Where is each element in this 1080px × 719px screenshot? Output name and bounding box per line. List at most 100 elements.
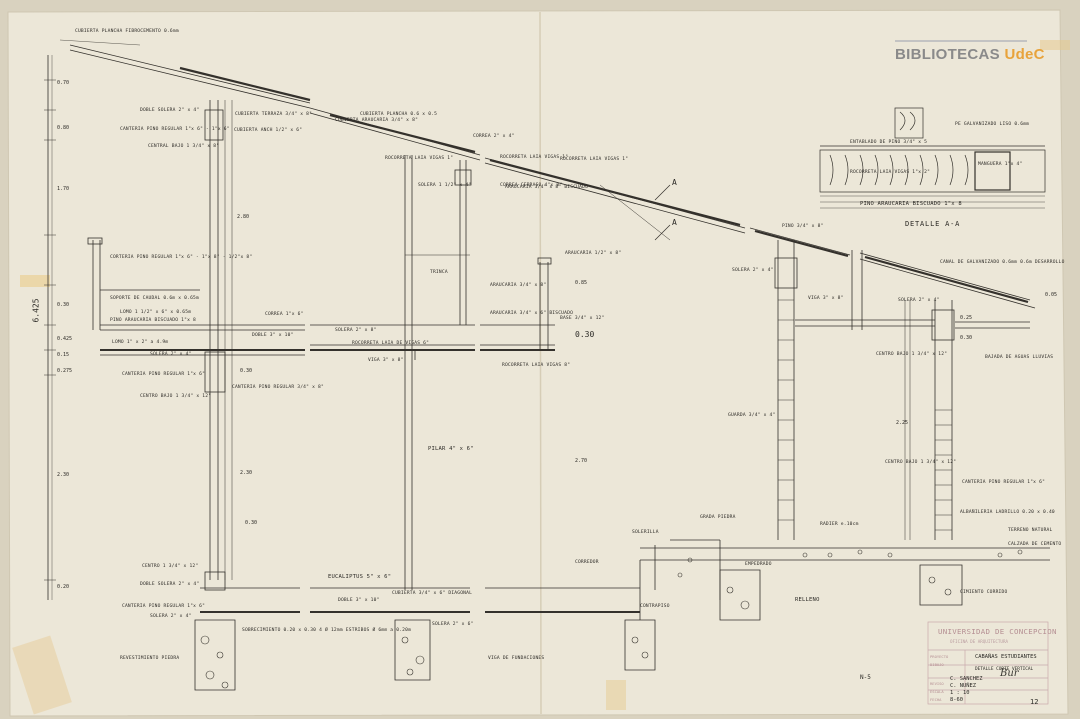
scale-value: 1 : 10 — [950, 690, 970, 696]
detail-sheet-label: PE GALVANIZADO LISO 0.6mm — [955, 122, 1030, 127]
title-field-label: ESCALA — [930, 689, 944, 694]
dimension-value: 0.80 — [57, 125, 70, 131]
dimension-value: 0.20 — [57, 584, 70, 590]
brick-hatch — [778, 299, 952, 531]
drawing-label: DOBLE 3" x 10" — [252, 333, 294, 338]
drawing-label: TERRENO NATURAL — [1008, 528, 1053, 533]
project-name: CABAÑAS ESTUDIANTES — [975, 654, 1037, 660]
drawing-label: CIMIENTO CORRIDO — [960, 590, 1008, 595]
sheet-name: DETALLE CORTE VERTICAL — [975, 667, 1034, 672]
title-block — [927, 621, 1049, 705]
dimension-value: 2.80 — [237, 214, 250, 220]
drawing-label: CUBIERTA PLANCHA 0.6 x 0.5 — [360, 112, 438, 117]
dimension-value: 0.425 — [57, 336, 73, 342]
dimension-value: 0.30 — [960, 335, 973, 341]
title-field-label: FECHA — [930, 697, 942, 702]
detail-bracket-label: MANGUERA 1"x 4" — [978, 162, 1023, 167]
dimension-value: 2.25 — [896, 420, 909, 426]
drawing-label: GUARDA 3/4" x 4" — [728, 413, 776, 418]
drawing-label: LOMO 1" x 2" a 4.9m — [112, 340, 169, 345]
dimension-value: 0.70 — [57, 80, 70, 86]
drawing-label: VIGA 3" x 8" — [368, 358, 404, 363]
detail-a-a — [819, 107, 1046, 209]
title-field-label: PROYECTO — [930, 654, 949, 659]
drawing-label: PINO ARAUCARIA BISCUADO 1"x 8 — [110, 318, 197, 323]
section-marker-label: A — [672, 178, 677, 187]
drawing-label: PILAR 4" x 6" — [428, 446, 474, 452]
detail-board-label: ROCORRETA LAIA VIGAS 1"x 2" — [850, 170, 931, 175]
drawing-label: CUBIERTA PLANCHA FIBROCEMENTO 0.6mm — [75, 29, 179, 34]
watermark-text: BIBLIOTECAS — [895, 46, 1000, 63]
drawing-label: CANTERIA PINO REGULAR 1"x 6" - 1"x 6" — [120, 127, 230, 132]
section-marker-label: A — [672, 218, 677, 227]
drawing-label: ARAUCARIA 1/2" x 8" — [565, 251, 622, 256]
drawing-label: GRADA PIEDRA — [700, 515, 736, 520]
drawing-label: SOLERA 2" x 6" — [432, 622, 474, 627]
tape-mark — [20, 275, 50, 287]
drawing-label: CANTERIA PINO REGULAR 1"x 6" — [122, 372, 206, 377]
foundations — [194, 564, 963, 691]
title-field-label: DIBUJO — [930, 662, 944, 667]
drawing-label: CUBIERTA 3/4" x 6" DIAGONAL — [392, 591, 473, 596]
drawing-label: ROCORRETA LAIA DE VIGAS 6" — [352, 341, 430, 346]
date-value: 8-60 — [950, 697, 963, 703]
drawing-label: SOLERILLA — [632, 530, 659, 535]
stone-texture — [200, 549, 1023, 689]
drawing-label: SOLERA 1 1/2" x 4" — [418, 183, 472, 188]
drawing-label: RELLENO — [795, 597, 820, 603]
sheet-number: 12 — [1030, 698, 1039, 706]
dimension-value: 2.30 — [57, 472, 70, 478]
tape-mark — [1040, 40, 1070, 50]
detail-wood-label: PINO ARAUCARIA BISCUADO 1"x 8 — [860, 201, 962, 207]
drawing-label: SOPORTE DE CAUDAL 0.6m x 0.65m — [110, 296, 199, 301]
watermark-brand: UdeC — [1004, 46, 1045, 63]
office-stamp: OFICINA DE ARQUITECTURA — [950, 639, 1008, 644]
dimension-value: 0.30 — [575, 330, 595, 339]
drawing-label: CORREA 1"x 6" — [265, 312, 304, 317]
tape-mark — [12, 635, 72, 715]
fold-line — [539, 11, 542, 715]
dimension-value: 0.85 — [575, 280, 588, 286]
dimension-value: 2.70 — [575, 458, 588, 464]
drawing-label: CENTRO BAJO 1 3/4" x 12" — [140, 394, 212, 399]
dimension-value: 0.275 — [57, 368, 73, 374]
drawing-label: VIGA 3" x 8" — [808, 296, 844, 301]
roof-middle — [309, 107, 481, 161]
drawing-label: SOLERA 2" x 4" — [150, 352, 192, 357]
drawing-label: CANTERIA PINO REGULAR 1"x 6" — [122, 604, 206, 609]
mezzanine-left — [87, 237, 305, 356]
library-watermark: BIBLIOTECAS UdeC — [895, 46, 1045, 63]
drawing-label: ROCORRETA LAIA VIGAS 8" — [502, 363, 571, 368]
drawing-label: DOBLE 3" x 10" — [338, 598, 380, 603]
drawing-label: LOMO 1 1/2" x 6" x 0.65m — [120, 310, 192, 315]
drawing-label: SOLERA 2" x 8" — [335, 328, 377, 333]
dimension-value: 2.30 — [240, 470, 253, 476]
drawing-label: ARAUCARIA 3/4" x 8" — [490, 283, 547, 288]
drawing-label: DOBLE SOLERA 2" x 4" — [140, 582, 200, 587]
drawing-label: CORREA 2" x 4" — [473, 134, 515, 139]
drawing-label: ROCORRETA LAIA VIGAS 1" — [560, 157, 629, 162]
drawing-label: CONTRAPISO — [640, 604, 670, 609]
drawing-label: CORREDOR — [575, 560, 599, 565]
title-field-label: REVISO — [930, 681, 944, 686]
drawing-label: CALZADA DE CEMENTO — [1008, 542, 1062, 547]
dimension-value: 0.30 — [245, 520, 258, 526]
dimension-value: 1.70 — [57, 186, 70, 192]
dimension-value: 0.30 — [240, 368, 253, 374]
drawing-label: ARAUCARIA 3/4" x 8" BISCUADO — [505, 185, 589, 190]
corner-note: N-5 — [860, 674, 871, 681]
drawing-label: TRINCA — [430, 270, 448, 275]
section-marker — [654, 184, 671, 241]
drawing-label: DOBLE SOLERA 2" x 4" — [140, 108, 200, 113]
wall-left — [204, 100, 233, 591]
drawing-label: SOLERA 2" x 4" — [150, 614, 192, 619]
drawing-label: CORTERIA PINO REGULAR 1"x 6" - 1"x 8" - … — [110, 255, 253, 260]
mezzanine-middle — [310, 257, 555, 360]
roof-left — [59, 39, 311, 109]
paper-sheet — [7, 9, 1069, 717]
drawing-label: CORREA CEBRASO 4"x 8" — [500, 183, 563, 188]
dimension-value: 0.25 — [960, 315, 973, 321]
drawing-label: SOLERA 2" x 4" — [898, 298, 940, 303]
